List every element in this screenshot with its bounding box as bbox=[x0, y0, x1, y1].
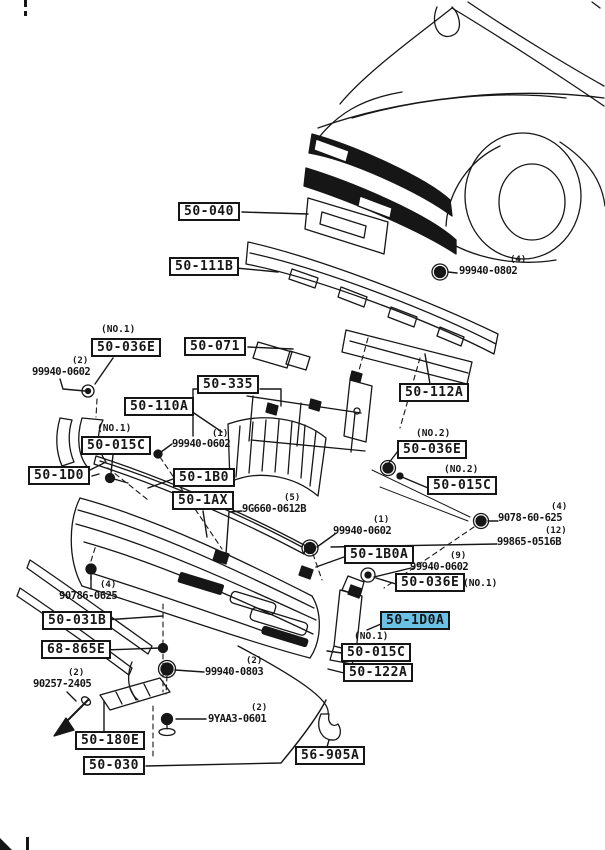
car-outline bbox=[303, 1, 605, 263]
part-label-50-015C-no1-bottom[interactable]: 50-015C bbox=[341, 643, 412, 662]
hw-label-9G660-0612B: 9G660-0612B bbox=[242, 503, 307, 515]
hook-art bbox=[237, 645, 341, 741]
hw-label-99940-0602-far-right: 99940-0602 bbox=[410, 561, 469, 573]
hw-label-99940-0803: 99940-0803 bbox=[205, 666, 264, 678]
bumper-face-art bbox=[70, 497, 320, 659]
part-50-111B-art bbox=[245, 241, 499, 355]
fastener-icons bbox=[85, 263, 490, 654]
leader-lines bbox=[59, 211, 499, 767]
dashed-lines bbox=[90, 337, 475, 758]
note-50-036E-no1-top: (NO.1) bbox=[101, 324, 136, 335]
part-label-50-036E-no2[interactable]: 50-036E bbox=[397, 440, 468, 459]
note-50-015C-no1-bottom: (NO.1) bbox=[354, 631, 389, 642]
note-50-015C-no2: (NO.2) bbox=[444, 464, 479, 475]
part-label-50-111B[interactable]: 50-111B bbox=[169, 257, 240, 276]
part-label-50-015C-no1-left[interactable]: 50-015C bbox=[81, 436, 152, 455]
part-label-50-036E-no1-right[interactable]: 50-036E bbox=[395, 573, 466, 592]
part-label-50-180E[interactable]: 50-180E bbox=[75, 731, 146, 750]
qty-99940-0602-far-right: (9) bbox=[450, 551, 467, 561]
hw-label-99940-0602-left: 99940-0602 bbox=[32, 366, 91, 378]
part-label-50-335[interactable]: 50-335 bbox=[197, 375, 259, 394]
part-label-50-1B0[interactable]: 50-1B0 bbox=[173, 468, 235, 487]
part-label-50-1B0A[interactable]: 50-1B0A bbox=[344, 545, 415, 564]
hw-label-90257-2405: 90257-2405 bbox=[33, 678, 92, 690]
part-50-040-art bbox=[304, 197, 389, 255]
qty-99865-0516B: (12) bbox=[545, 526, 567, 536]
part-label-50-1D0A-selected[interactable]: 50-1D0A bbox=[380, 611, 451, 630]
qty-99940-0602-right: (1) bbox=[373, 515, 390, 525]
qty-99940-0602-mid: (1) bbox=[212, 429, 229, 439]
part-label-50-040[interactable]: 50-040 bbox=[178, 202, 240, 221]
hw-label-99940-0602-mid: 99940-0602 bbox=[172, 438, 231, 450]
part-50-071-art bbox=[252, 341, 311, 371]
qty-90786-0625: (4) bbox=[100, 580, 117, 590]
part-label-50-110A[interactable]: 50-110A bbox=[124, 397, 195, 416]
qty-9078-60-625: (4) bbox=[551, 502, 568, 512]
left-bracket-art bbox=[56, 384, 129, 484]
note-50-036E-no2: (NO.2) bbox=[416, 428, 451, 439]
part-label-50-1AX[interactable]: 50-1AX bbox=[172, 491, 234, 510]
qty-9YAA3-0601: (2) bbox=[251, 703, 268, 713]
qty-99940-0803: (2) bbox=[246, 656, 263, 666]
part-label-50-031B[interactable]: 50-031B bbox=[42, 611, 113, 630]
part-label-50-015C-no2[interactable]: 50-015C bbox=[427, 476, 498, 495]
part-label-56-905A[interactable]: 56-905A bbox=[295, 746, 366, 765]
hw-label-99940-0802: 99940-0802 bbox=[459, 265, 518, 277]
part-label-50-036E-no1-top[interactable]: 50-036E bbox=[91, 338, 162, 357]
part-label-50-122A[interactable]: 50-122A bbox=[343, 663, 414, 682]
qty-90257-2405: (2) bbox=[68, 668, 85, 678]
hw-label-9YAA3-0601: 9YAA3-0601 bbox=[208, 713, 267, 725]
note-50-015C-no1-left: (NO.1) bbox=[97, 423, 132, 434]
right-stay-art bbox=[343, 370, 404, 480]
part-label-68-865E[interactable]: 68-865E bbox=[41, 640, 112, 659]
hw-label-99940-0602-right: 99940-0602 bbox=[333, 525, 392, 537]
part-label-50-071[interactable]: 50-071 bbox=[184, 337, 246, 356]
qty-99940-0802: (4) bbox=[510, 255, 527, 265]
part-label-50-112A[interactable]: 50-112A bbox=[399, 383, 470, 402]
qty-99940-0602-left: (2) bbox=[72, 356, 89, 366]
part-label-50-1D0[interactable]: 50-1D0 bbox=[28, 466, 90, 485]
part-label-50-030[interactable]: 50-030 bbox=[83, 756, 145, 775]
hw-label-9078-60-625: 9078-60-625 bbox=[498, 512, 563, 524]
hw-label-90786-0625: 90786-0625 bbox=[59, 590, 118, 602]
part-absorber-art bbox=[227, 417, 327, 497]
right-bracket-art bbox=[298, 539, 376, 665]
bottom-bracket-art bbox=[53, 659, 177, 737]
hw-label-99865-0516B: 99865-0516B bbox=[497, 536, 562, 548]
qty-9G660-0612B: (5) bbox=[284, 493, 301, 503]
note-50-036E-no1-right: (NO.1) bbox=[463, 578, 498, 589]
